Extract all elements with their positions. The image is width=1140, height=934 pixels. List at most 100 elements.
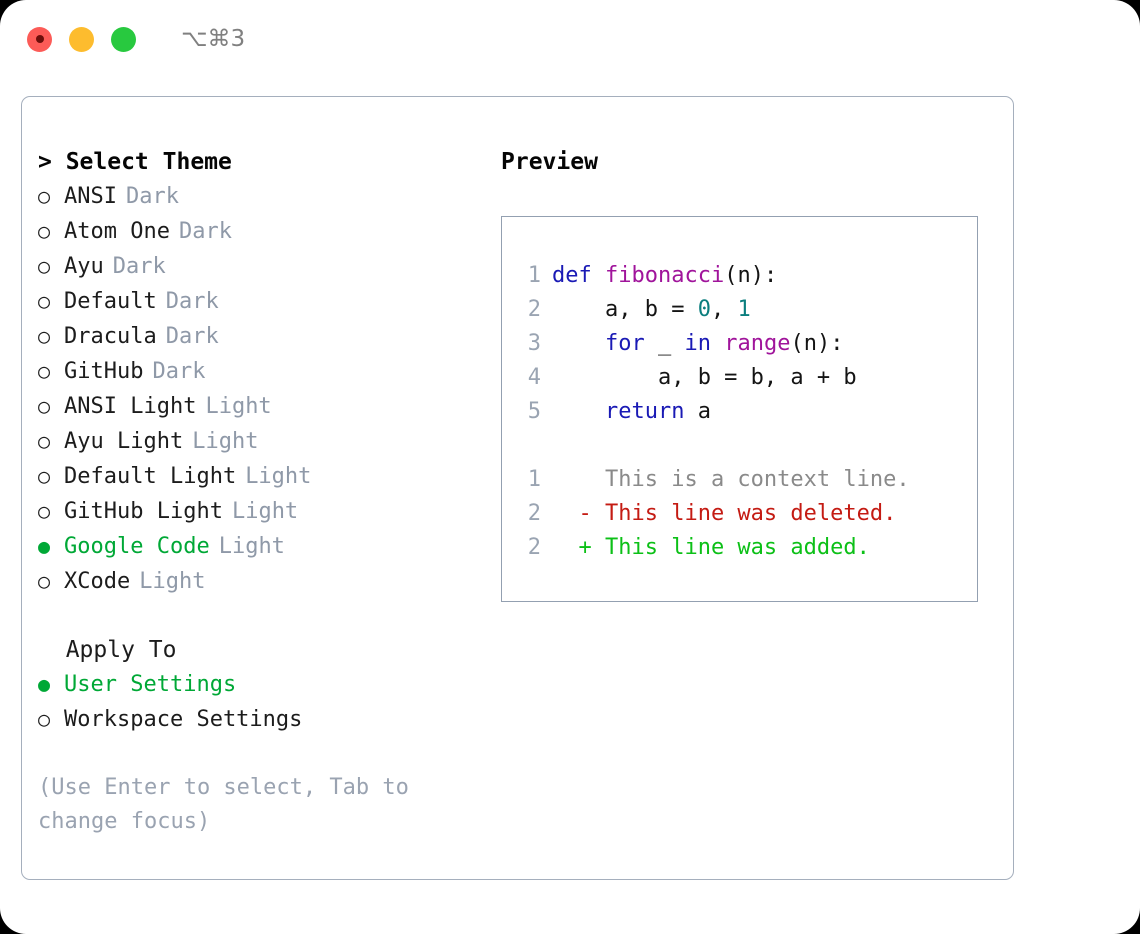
code-token-punc [711,331,724,356]
code-line-text: for _ in range(n): [552,327,843,361]
preview-heading: Preview [501,149,598,175]
radio-unselected-icon: ○ [38,219,51,243]
select-theme-heading: > Select Theme [38,149,232,175]
apply-to-option-label: Workspace Settings [64,707,303,732]
theme-option-ansi-light[interactable]: ○ ANSI Light Light [38,389,478,424]
diff-line-number: 2 [527,501,541,526]
code-token-punc: a, b = b, a + b [552,365,857,390]
code-token-punc: a, b = [552,297,698,322]
theme-option-google-code[interactable]: ● Google Code Light [38,529,478,564]
code-line: 3 for _ in range(n): [502,327,977,361]
maximize-button[interactable] [111,26,136,52]
keyboard-hint-text: (Use Enter to select, Tab to change focu… [38,775,409,834]
code-token-punc: (n): [790,331,844,356]
theme-option-label: ANSI Light [64,394,197,419]
theme-option-label: XCode [64,569,131,594]
code-line: 4 a, b = b, a + b [502,361,977,395]
code-diff-separator [502,429,977,463]
theme-option-variant: Light [205,394,272,419]
code-line-text: return a [552,395,711,429]
theme-option-variant: Light [139,569,206,594]
radio-unselected-icon: ○ [38,394,51,418]
theme-option-label: Google Code [64,534,210,559]
theme-option-label: GitHub Light [64,499,223,524]
theme-option-variant: Dark [152,359,206,384]
theme-option-label: Default [64,289,157,314]
code-token-num: 1 [737,297,751,322]
radio-unselected-icon: ○ [38,464,51,488]
diff-sample: 1 This is a context line. 2 - This line w… [502,463,977,565]
theme-option-variant: Light [231,499,299,524]
theme-option-label: Dracula [64,324,157,349]
line-number: 5 [527,399,541,424]
theme-option-label: Atom One [64,219,170,244]
section-spacer [38,599,478,633]
code-line: 1 def fibonacci(n): [502,259,977,293]
theme-option-variant: Dark [125,184,179,209]
line-number: 2 [527,297,541,322]
diff-line: 1 This is a context line. [502,463,977,497]
radio-unselected-icon: ○ [38,359,51,383]
apply-to-option-label: User Settings [64,672,237,697]
code-token-punc: , [710,297,738,322]
radio-unselected-icon: ○ [38,499,51,523]
code-token-punc: _ [644,331,685,356]
code-token-punc: a [684,399,711,424]
theme-option-github-light[interactable]: ○ GitHub Light Light [38,494,478,529]
code-token-kw: return [604,399,685,424]
code-token-punc [552,331,605,356]
code-token-fn: fibonacci [604,263,725,288]
radio-unselected-icon: ○ [38,707,51,731]
diff-line-text: - This line was deleted. [552,501,897,526]
radio-unselected-icon: ○ [38,184,51,208]
theme-option-label: Ayu Light [64,429,184,454]
code-line-text: a, b = 0, 1 [552,293,751,327]
line-number: 4 [527,365,541,390]
theme-option-ansi[interactable]: ○ ANSI Dark [38,179,478,214]
code-line-text: def fibonacci(n): [552,259,777,293]
diff-line: 2 + This line was added. [502,531,977,565]
theme-option-atom-one[interactable]: ○ Atom One Dark [38,214,478,249]
radio-selected-icon: ● [38,534,51,558]
code-token-fn: range [724,331,791,356]
theme-option-label: Ayu [64,254,104,279]
theme-option-variant: Light [218,534,285,559]
apply-to-option-workspace-settings[interactable]: ○ Workspace Settings [38,702,478,737]
code-line-text: a, b = b, a + b [552,361,857,395]
code-token-punc: (n): [724,263,778,288]
theme-option-default[interactable]: ○ Default Dark [38,284,478,319]
radio-unselected-icon: ○ [38,289,51,313]
theme-option-label: ANSI [64,184,117,209]
line-number: 3 [527,331,541,356]
theme-option-variant: Dark [165,289,219,314]
apply-to-options-list[interactable]: ● User Settings ○ Workspace Settings [38,667,478,737]
radio-selected-icon: ● [38,672,51,696]
theme-option-ayu[interactable]: ○ Ayu Dark [38,249,478,284]
apply-to-option-user-settings[interactable]: ● User Settings [38,667,478,702]
close-button[interactable] [27,26,52,52]
code-token-punc [552,399,605,424]
title-bar: ⌥⌘3 [0,0,1140,78]
diff-line-text: This is a context line. [552,467,910,492]
traffic-lights [27,26,136,52]
radio-unselected-icon: ○ [38,254,51,278]
code-token-kw: def [552,263,605,288]
line-number: 1 [527,263,541,288]
code-token-kw: for [604,331,645,356]
radio-unselected-icon: ○ [38,324,51,348]
theme-option-variant: Dark [178,219,232,244]
theme-option-variant: Dark [112,254,166,279]
diff-line-number: 1 [527,467,541,492]
diff-line-text: + This line was added. [552,535,870,560]
minimize-button[interactable] [69,26,94,52]
keyboard-shortcut-label: ⌥⌘3 [181,26,246,52]
